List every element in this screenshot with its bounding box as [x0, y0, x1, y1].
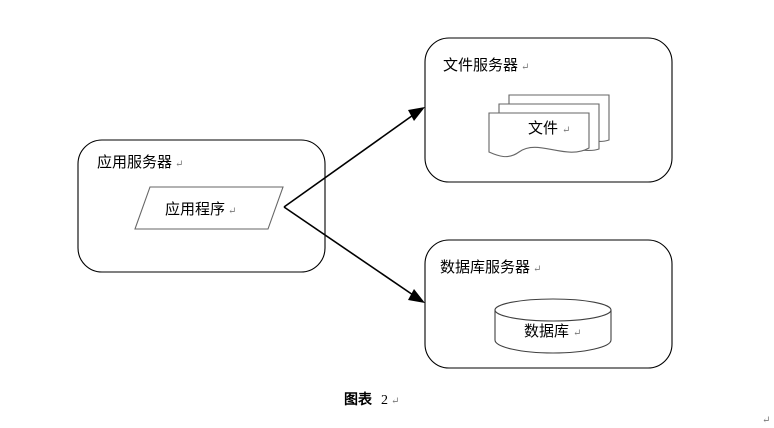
node-app-server[interactable]: 应用服务器 ↵ 应用程序 ↵ [77, 139, 326, 273]
db-server-label: 数据库服务器 [440, 259, 530, 276]
shape-database-cylinder[interactable]: 数据库 ↵ [494, 298, 612, 354]
app-program-pilcrow: ↵ [228, 206, 236, 217]
file-pilcrow: ↵ [562, 125, 570, 136]
database-pilcrow: ↵ [573, 328, 581, 339]
file-server-pilcrow: ↵ [521, 62, 529, 73]
file-document-front[interactable] [488, 112, 590, 158]
node-db-server[interactable]: 数据库服务器 ↵ 数据库 ↵ [424, 239, 673, 369]
app-server-pilcrow: ↵ [175, 159, 183, 170]
file-server-box[interactable] [424, 37, 673, 183]
caption-pilcrow: ↵ [391, 396, 399, 407]
page-end-pilcrow: ↵ [762, 415, 770, 426]
arrow-head-to-file-server [408, 107, 425, 121]
database-cylinder-body[interactable] [494, 309, 612, 354]
app-program-label: 应用程序 [165, 200, 225, 218]
file-label: 文件 [528, 120, 558, 137]
db-server-pilcrow: ↵ [533, 264, 541, 275]
node-file-server[interactable]: 文件服务器 ↵ 文件 ↵ [424, 37, 673, 183]
app-server-box[interactable] [77, 139, 326, 273]
database-label: 数据库 [524, 323, 569, 340]
figure-caption: 图表 2 ↵ [344, 391, 399, 408]
connector-app-to-db [283, 206, 425, 303]
caption-label: 图表 [344, 391, 373, 408]
shape-app-program[interactable]: 应用程序 ↵ [134, 186, 284, 230]
file-server-label: 文件服务器 [443, 57, 518, 74]
app-program-parallelogram[interactable] [134, 186, 284, 230]
shape-file-stack[interactable]: 文件 ↵ [488, 94, 610, 158]
caption-number: 2 [381, 393, 388, 408]
db-server-box[interactable] [424, 239, 673, 369]
database-cylinder-top [494, 298, 612, 322]
connector-app-to-file [283, 107, 425, 208]
app-server-label: 应用服务器 [97, 153, 172, 171]
connector-line-app-to-db [283, 206, 417, 298]
arrow-head-to-db-server [408, 289, 425, 303]
connector-line-app-to-file [283, 112, 417, 208]
